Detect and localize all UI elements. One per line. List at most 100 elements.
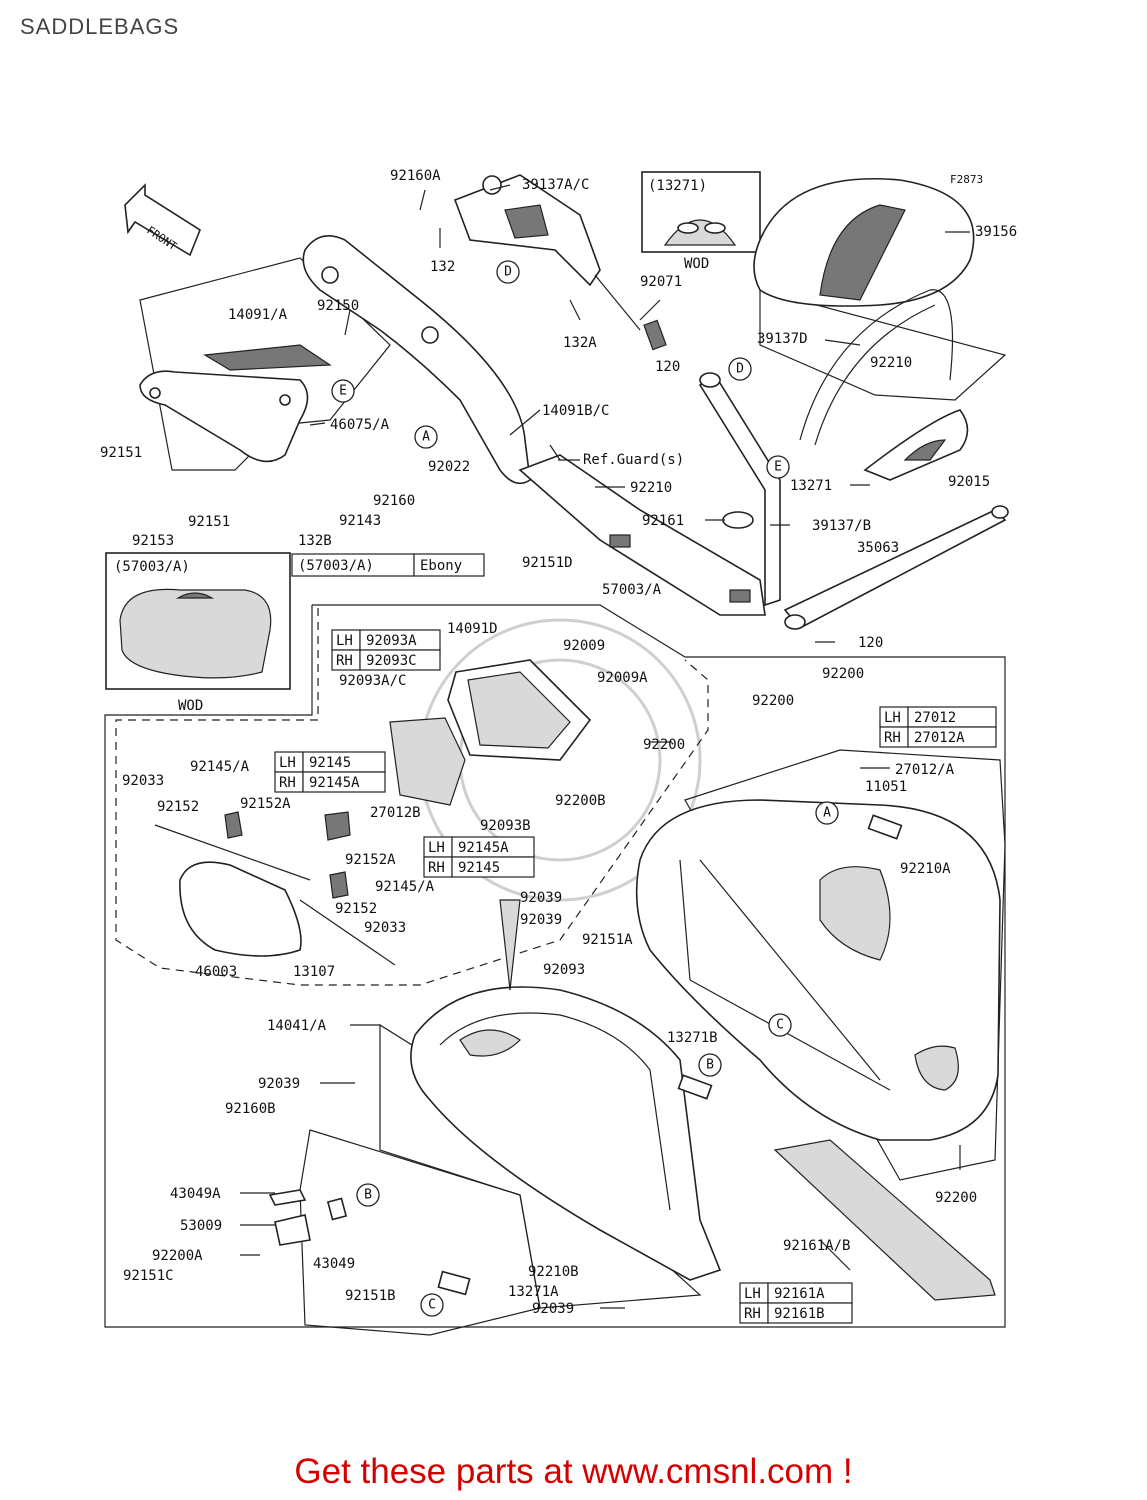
callout-a2: A xyxy=(815,801,839,825)
inset-13271-label: (13271) xyxy=(648,178,707,194)
svg-text:LH: LH xyxy=(884,710,901,726)
part-label: 120 xyxy=(655,359,680,375)
part-label: 92210A xyxy=(900,861,951,877)
front-arrow: FRONT xyxy=(124,183,201,257)
part-label: 27012B xyxy=(370,805,421,821)
svg-text:C: C xyxy=(776,1018,784,1033)
guard-bracket xyxy=(518,454,766,616)
part-label: 92210B xyxy=(528,1264,579,1280)
part-label: 92200 xyxy=(822,666,864,682)
part-label: 13107 xyxy=(293,964,335,980)
svg-text:92093A: 92093A xyxy=(366,633,417,649)
svg-text:RH: RH xyxy=(744,1306,761,1322)
callout-d1: D xyxy=(496,260,520,284)
svg-text:A: A xyxy=(422,430,430,445)
part-label: 92161 xyxy=(642,513,684,529)
part-label: 92093A/C xyxy=(339,673,406,689)
svg-text:RH: RH xyxy=(428,860,445,876)
part-label: 92152 xyxy=(157,799,199,815)
inset-57003a-label: (57003/A) xyxy=(114,559,190,575)
svg-text:92161A: 92161A xyxy=(774,1286,825,1302)
svg-text:Ebony: Ebony xyxy=(420,558,462,574)
wod-label-bottom: WOD xyxy=(178,698,203,714)
mounting-rail xyxy=(302,234,531,485)
table-92145-b: LH 92145A RH 92145 xyxy=(423,836,535,878)
callout-b2: B xyxy=(356,1183,380,1207)
part-label: 92153 xyxy=(132,533,174,549)
part-label: 46075/A xyxy=(330,417,390,433)
svg-text:RH: RH xyxy=(884,730,901,746)
part-label: 92039 xyxy=(520,890,562,906)
part-label: 92033 xyxy=(122,773,164,789)
part-label: 92210 xyxy=(870,355,912,371)
part-label: 92151A xyxy=(582,932,633,948)
backrest xyxy=(753,177,975,481)
part-label: 92151D xyxy=(522,555,573,571)
svg-text:92145: 92145 xyxy=(458,860,500,876)
part-label: 132B xyxy=(298,533,332,549)
part-label: 13271B xyxy=(667,1030,718,1046)
part-label: 92015 xyxy=(948,474,990,490)
part-label: 92152A xyxy=(345,852,396,868)
svg-text:92093C: 92093C xyxy=(366,653,417,669)
part-label: 92200 xyxy=(752,693,794,709)
figure-code: F2873 xyxy=(950,173,983,186)
part-label: 132A xyxy=(563,335,597,351)
part-label: 13271 xyxy=(790,478,832,494)
part-label: 43049 xyxy=(313,1256,355,1272)
hinge-bracket xyxy=(453,174,667,351)
part-label: 92161A/B xyxy=(783,1238,850,1254)
table-92145-a: LH 92145 RH 92145A xyxy=(274,751,386,793)
table-92161: LH 92161A RH 92161B xyxy=(739,1282,853,1324)
part-label: 92151B xyxy=(345,1288,396,1304)
part-label: 92009A xyxy=(597,670,648,686)
footer-cta-link[interactable]: Get these parts at www.cmsnl.com ! xyxy=(294,1452,853,1491)
svg-text:D: D xyxy=(736,362,744,377)
svg-text:92145: 92145 xyxy=(309,755,351,771)
svg-text:A: A xyxy=(823,806,831,821)
part-label: 11051 xyxy=(865,779,907,795)
part-label: 92151 xyxy=(188,514,230,530)
svg-text:B: B xyxy=(706,1058,714,1073)
lid-hardware xyxy=(268,814,903,1296)
callout-d2: D xyxy=(728,357,752,381)
svg-text:27012A: 27012A xyxy=(914,730,965,746)
svg-text:92145A: 92145A xyxy=(458,840,509,856)
callout-e1: E xyxy=(331,379,355,403)
saddlebag-body xyxy=(635,799,1001,1141)
guard-arm xyxy=(698,372,1009,630)
svg-text:C: C xyxy=(428,1298,436,1313)
svg-text:D: D xyxy=(504,265,512,280)
callout-c1: C xyxy=(768,1013,792,1037)
side-plate xyxy=(139,344,332,463)
part-label: 92039 xyxy=(532,1301,574,1317)
table-92093: LH 92093A RH 92093C xyxy=(331,629,441,671)
svg-text:LH: LH xyxy=(336,633,353,649)
saddlebag-lid xyxy=(410,899,722,1281)
callout-c2: C xyxy=(420,1293,444,1317)
inset-57003a: (57003/A) WOD xyxy=(105,552,291,714)
svg-text:(57003/A): (57003/A) xyxy=(298,558,374,574)
part-labels: 92160A 39137A/C 132 132A 92071 39156 140… xyxy=(100,168,1017,1317)
svg-text:27012: 27012 xyxy=(914,710,956,726)
part-label: 92210 xyxy=(630,480,672,496)
callout-a1: A xyxy=(414,425,438,449)
wod-label-top: WOD xyxy=(684,256,709,272)
svg-text:E: E xyxy=(774,460,782,475)
part-label: 92033 xyxy=(364,920,406,936)
part-label: 92145/A xyxy=(190,759,250,775)
part-label: 92093 xyxy=(543,962,585,978)
part-label: 132 xyxy=(430,259,455,275)
svg-text:LH: LH xyxy=(428,840,445,856)
part-label: 92200B xyxy=(555,793,606,809)
part-label: 92039 xyxy=(520,912,562,928)
page-title: SADDLEBAGS xyxy=(20,14,180,39)
callout-b1: B xyxy=(698,1053,722,1077)
part-label: 92093B xyxy=(480,818,531,834)
table-ebony: (57003/A) Ebony xyxy=(291,553,485,577)
part-label: 14091B/C xyxy=(542,403,609,419)
table-27012: LH 27012 RH 27012A xyxy=(879,706,997,748)
ref-guard-note: Ref.Guard(s) xyxy=(583,452,684,468)
part-label: 92200A xyxy=(152,1248,203,1264)
